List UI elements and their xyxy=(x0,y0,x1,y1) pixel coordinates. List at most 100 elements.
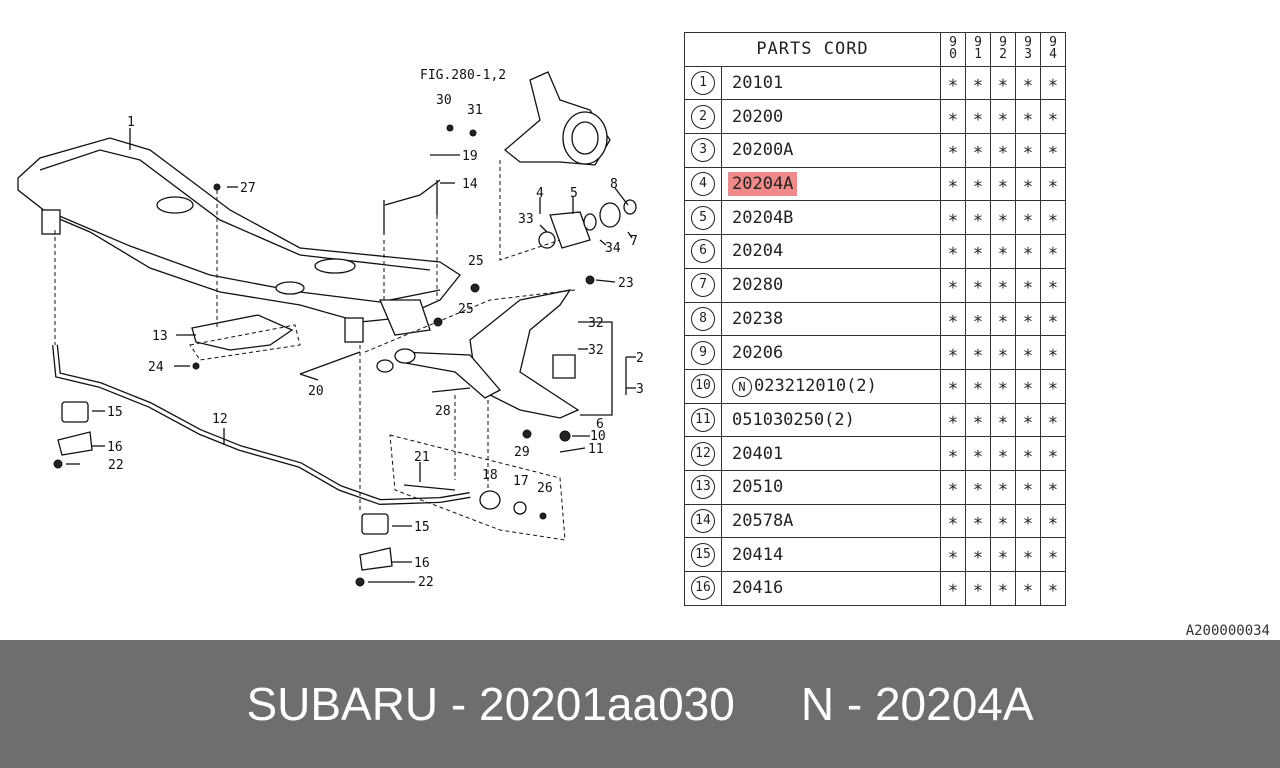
availability-mark: ∗ xyxy=(940,469,966,505)
index-circle: 13 xyxy=(691,475,715,500)
part-code-cell: 20204 xyxy=(721,234,941,269)
availability-mark: ∗ xyxy=(965,436,991,471)
availability-mark: ∗ xyxy=(990,166,1016,202)
availability-mark: ∗ xyxy=(1015,571,1041,606)
svg-text:4: 4 xyxy=(536,186,544,201)
availability-mark: ∗ xyxy=(965,335,991,370)
part-code-cell: 20510 xyxy=(721,469,941,505)
availability-mark: ∗ xyxy=(990,571,1016,606)
availability-mark: ∗ xyxy=(1040,571,1066,606)
availability-mark: ∗ xyxy=(965,133,991,168)
availability-mark: ∗ xyxy=(940,503,966,539)
availability-mark: ∗ xyxy=(940,571,966,606)
part-code-cell: 20416 xyxy=(721,571,941,606)
availability-mark: ∗ xyxy=(940,65,966,101)
part-code: 023212010(2) xyxy=(754,375,877,396)
svg-text:2: 2 xyxy=(636,351,644,366)
availability-mark: ∗ xyxy=(1040,335,1066,370)
availability-mark: ∗ xyxy=(990,234,1016,269)
svg-text:28: 28 xyxy=(435,404,451,419)
availability-mark: ∗ xyxy=(990,267,1016,303)
footer-banner: SUBARU - 20201aa030 N - 20204A xyxy=(0,640,1280,768)
availability-mark: ∗ xyxy=(1040,133,1066,168)
availability-mark: ∗ xyxy=(940,99,966,135)
svg-text:25: 25 xyxy=(458,302,474,317)
index-circle: 16 xyxy=(691,576,715,601)
control-arm-drawing xyxy=(376,289,580,419)
row-index: 7 xyxy=(684,267,722,303)
availability-mark: ∗ xyxy=(940,133,966,168)
row-index: 4 xyxy=(684,166,722,202)
part-code-cell: 051030250(2) xyxy=(721,402,941,438)
index-circle: 10 xyxy=(691,374,715,399)
availability-mark: ∗ xyxy=(965,200,991,236)
part-code-cell: 20204A xyxy=(721,166,941,202)
svg-text:33: 33 xyxy=(518,212,534,227)
figure-ref-label: FIG.280-1,2 xyxy=(420,68,506,83)
svg-text:24: 24 xyxy=(148,360,164,375)
svg-text:18: 18 xyxy=(482,468,498,483)
index-circle: 5 xyxy=(691,205,715,230)
row-index: 6 xyxy=(684,234,722,269)
availability-mark: ∗ xyxy=(1015,99,1041,135)
svg-text:22: 22 xyxy=(418,575,434,590)
availability-mark: ∗ xyxy=(1040,402,1066,438)
part-code: 051030250(2) xyxy=(732,409,855,430)
index-circle: 12 xyxy=(691,441,715,466)
availability-mark: ∗ xyxy=(1015,469,1041,505)
part-code: 20204 xyxy=(732,241,784,262)
index-circle: 4 xyxy=(691,172,715,197)
svg-text:19: 19 xyxy=(462,149,478,164)
availability-mark: ∗ xyxy=(1040,503,1066,539)
svg-text:7: 7 xyxy=(630,234,638,249)
availability-mark: ∗ xyxy=(990,65,1016,101)
availability-mark: ∗ xyxy=(1015,436,1041,471)
part-code: 20510 xyxy=(732,477,784,498)
svg-text:31: 31 xyxy=(467,103,483,118)
availability-mark: ∗ xyxy=(1015,537,1041,572)
svg-text:32: 32 xyxy=(588,316,604,331)
availability-mark: ∗ xyxy=(940,436,966,471)
row-index: 2 xyxy=(684,99,722,135)
availability-mark: ∗ xyxy=(965,65,991,101)
availability-mark: ∗ xyxy=(1015,65,1041,101)
availability-mark: ∗ xyxy=(990,200,1016,236)
availability-mark: ∗ xyxy=(940,267,966,303)
availability-mark: ∗ xyxy=(940,301,966,337)
svg-text:13: 13 xyxy=(152,329,168,344)
svg-text:8: 8 xyxy=(610,177,618,192)
part-code: 20280 xyxy=(732,275,784,296)
availability-mark: ∗ xyxy=(1040,65,1066,101)
part-code: 20200 xyxy=(732,106,784,127)
svg-text:26: 26 xyxy=(537,481,553,496)
row-index: 5 xyxy=(684,200,722,236)
svg-text:30: 30 xyxy=(436,93,452,108)
availability-mark: ∗ xyxy=(990,301,1016,337)
part-code-cell: 20280 xyxy=(721,267,941,303)
availability-mark: ∗ xyxy=(1015,503,1041,539)
bushing-drawing xyxy=(538,199,637,249)
part-code: 20416 xyxy=(732,578,784,599)
part-code-cell: 20206 xyxy=(721,335,941,370)
callout-labels: FIG.280-1,2 1 2 3 4 5 6 7 8 10 11 12 13 … xyxy=(107,68,644,590)
row-index: 15 xyxy=(684,537,722,572)
availability-mark: ∗ xyxy=(940,335,966,370)
index-circle: 8 xyxy=(691,306,715,331)
index-circle: 3 xyxy=(691,138,715,163)
availability-mark: ∗ xyxy=(1040,469,1066,505)
availability-mark: ∗ xyxy=(990,503,1016,539)
